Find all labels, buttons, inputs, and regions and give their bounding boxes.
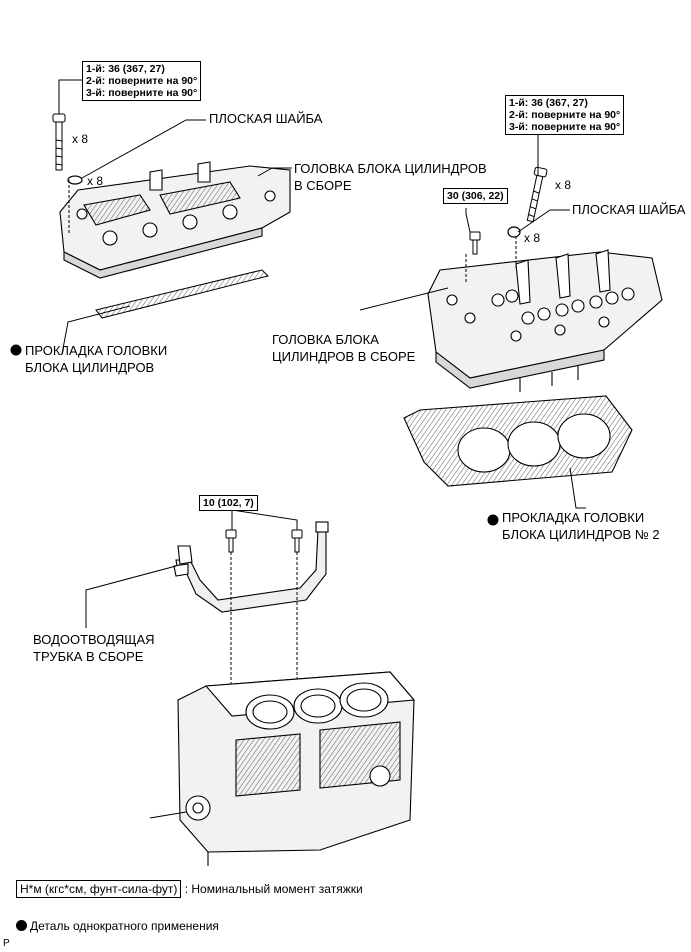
figure-code: P [3, 938, 10, 949]
left-head-gasket-icon [95, 269, 269, 319]
right-head-gasket-icon [403, 395, 633, 487]
left-washer-label: ПЛОСКАЯ ШАЙБА [209, 111, 323, 126]
right-gasket-label: ПРОКЛАДКА ГОЛОВКИ БЛОКА ЦИЛИНДРОВ № 2 [502, 510, 660, 542]
engine-block-icon [149, 671, 416, 866]
left-head-torque-box: 1-й: 36 (367, 27) 2-й: поверните на 90° … [82, 61, 202, 101]
right-bolt-quantity: x 8 [555, 178, 572, 192]
left-head-bolt-icon [52, 113, 66, 171]
legend-torque-box: Н*м (кгс*см, фунт-сила-фут) [16, 880, 182, 898]
legend-single-use-text: Деталь однократного применения [30, 919, 219, 933]
right-head-label: ГОЛОВКА БЛОКА ЦИЛИНДРОВ В СБОРЕ [272, 332, 416, 364]
water-pipe-torque-box: 10 (102, 7) [199, 495, 258, 511]
legend-torque: Н*м (кгс*см, фунт-сила-фут) : Номинальны… [16, 880, 363, 898]
left-washer-quantity: x 8 [87, 174, 104, 188]
right-cylinder-head-icon [427, 249, 663, 392]
legend-torque-desc: : Номинальный момент затяжки [184, 882, 363, 896]
right-small-bolt-torque-box: 30 (306, 22) [443, 188, 508, 204]
legend-single-use: Деталь однократного применения [16, 918, 219, 934]
water-pipe-label: ВОДООТВОДЯЩАЯ ТРУБКА В СБОРЕ [33, 632, 155, 664]
water-pipe-icon [173, 521, 329, 613]
right-flat-washer-icon [507, 226, 521, 238]
left-bolt-quantity: x 8 [72, 132, 89, 146]
legend-dot-icon [16, 920, 27, 931]
single-use-dot-icon [487, 514, 499, 526]
single-use-dot-icon [10, 344, 22, 356]
left-cylinder-head-icon [59, 161, 291, 279]
left-gasket-label: ПРОКЛАДКА ГОЛОВКИ БЛОКА ЦИЛИНДРОВ [25, 343, 168, 375]
left-flat-washer-icon [67, 175, 83, 185]
left-head-label: ГОЛОВКА БЛОКА ЦИЛИНДРОВ В СБОРЕ [294, 161, 487, 193]
right-small-bolt-icon [469, 231, 481, 255]
right-head-bolt-icon [526, 166, 548, 223]
right-head-torque-box: 1-й: 36 (367, 27) 2-й: поверните на 90° … [505, 95, 625, 135]
right-washer-quantity: x 8 [524, 231, 541, 245]
water-pipe-bolt-icon [225, 529, 303, 553]
right-washer-label: ПЛОСКАЯ ШАЙБА [572, 202, 686, 217]
